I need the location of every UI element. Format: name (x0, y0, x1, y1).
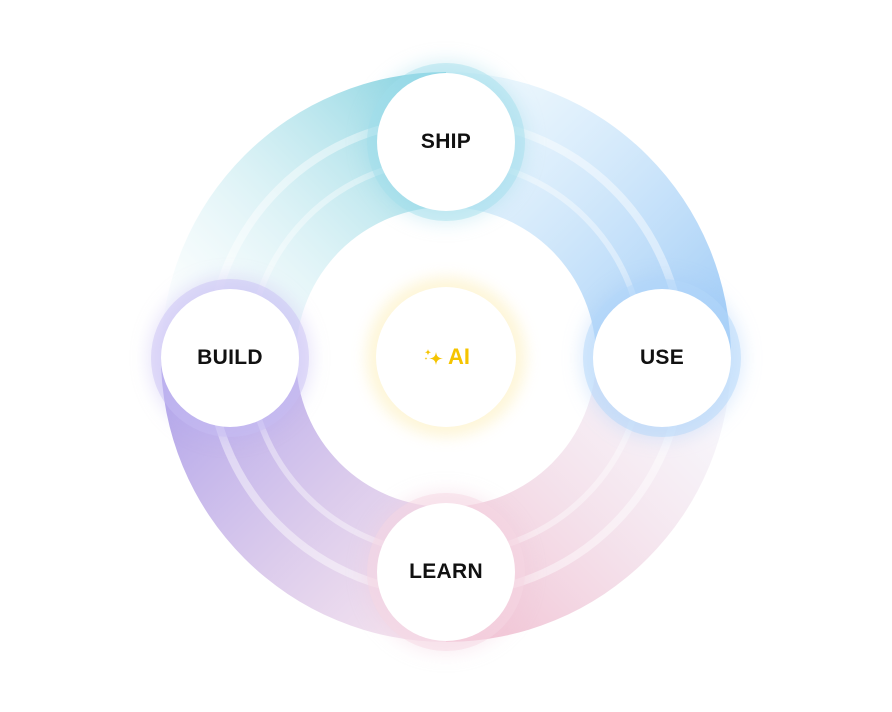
node-use: USE (593, 289, 731, 427)
node-label-ship: SHIP (420, 130, 472, 153)
sparkle-icon (424, 349, 443, 365)
center-ai-node: AI (376, 287, 516, 427)
node-ship: SHIP (377, 73, 515, 211)
center-label: AI (448, 344, 470, 369)
node-label-use: USE (639, 346, 685, 369)
node-build: BUILD (161, 289, 299, 427)
node-label-learn: LEARN (409, 560, 483, 583)
node-label-build: BUILD (197, 346, 263, 369)
node-learn: LEARN (377, 503, 515, 641)
